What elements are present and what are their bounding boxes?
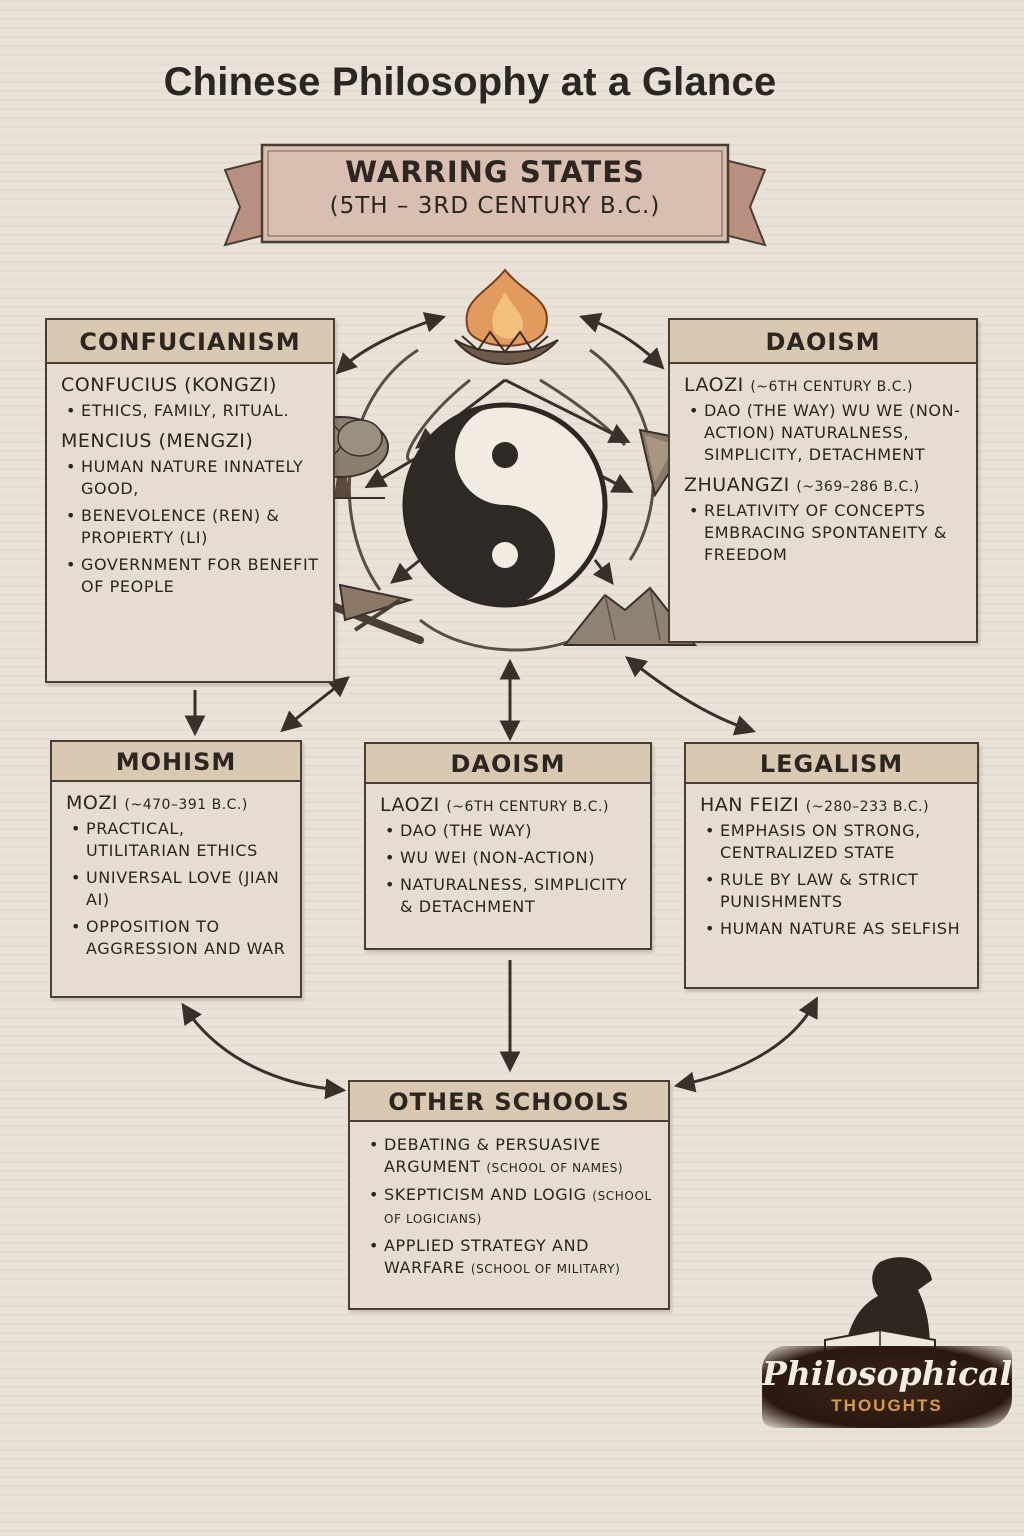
philosopher-label: MOZI	[66, 792, 118, 814]
list-item: HUMAN NATURE AS SELFISH	[700, 918, 965, 940]
list-item: RULE BY LAW & STRICT PUNISHMENTS	[700, 869, 965, 913]
mohism-box: MOHISM MOZI (~470–391 B.C.) PRACTICAL, U…	[50, 740, 302, 998]
point-text: SKEPTICISM AND LOGIG	[384, 1185, 587, 1204]
list-item: GOVERNMENT FOR BENEFIT OF PEOPLE	[61, 554, 321, 598]
philosopher-label: LAOZI	[380, 794, 440, 816]
philosopher-label: LAOZI	[684, 374, 744, 396]
daoism-mid-heading: DAOISM	[366, 744, 650, 784]
philosopher-name: ZHUANGZI (~369–286 B.C.)	[684, 474, 964, 496]
legalism-heading: LEGALISM	[686, 744, 977, 784]
philosopher-label: ZHUANGZI	[684, 474, 790, 496]
other-schools-heading: OTHER SCHOOLS	[350, 1082, 668, 1122]
list-item: DAO (THE WAY) WU WE (NON-ACTION) NATURAL…	[684, 400, 964, 466]
philosopher-label: HAN FEIZI	[700, 794, 800, 816]
logo-name: Philosophical	[762, 1354, 1013, 1393]
philosopher-dates: (~280–233 B.C.)	[805, 799, 930, 815]
philosopher-dates: (~369–286 B.C.)	[796, 479, 920, 495]
other-schools-box: OTHER SCHOOLS DEBATING & PERSUASIVE ARGU…	[348, 1080, 670, 1310]
yin-yang-icon	[402, 402, 608, 608]
philosopher-name: LAOZI (~6TH CENTURY B.C.)	[684, 374, 964, 396]
mountain-icon	[562, 586, 698, 646]
point-subtext: (School of military)	[470, 1262, 621, 1276]
list-item: WU WEI (NON-ACTION)	[380, 847, 638, 869]
daoism-top-box: DAOISM LAOZI (~6TH CENTURY B.C.) DAO (TH…	[668, 318, 978, 643]
list-item: DEBATING & PERSUASIVE ARGUMENT (School o…	[364, 1134, 656, 1179]
list-item: APPLIED STRATEGY AND WARFARE (School of …	[364, 1235, 656, 1280]
confucianism-box: CONFUCIANISM CONFUCIUS (KONGZI) ETHICS, …	[45, 318, 335, 683]
list-item: BENEVOLENCE (REN) & PROPIERTY (LI)	[61, 505, 321, 549]
daoism-mid-box: DAOISM LAOZI (~6TH CENTURY B.C.) DAO (TH…	[364, 742, 652, 950]
logo-subtitle: THOUGHTS	[831, 1396, 943, 1415]
legalism-box: LEGALISM HAN FEIZI (~280–233 B.C.) EMPHA…	[684, 742, 979, 989]
daoism-top-heading: DAOISM	[670, 320, 976, 364]
confucianism-heading: CONFUCIANISM	[47, 320, 333, 364]
point-text: APPLIED STRATEGY AND WARFARE	[384, 1236, 590, 1277]
point-text: DEBATING & PERSUASIVE ARGUMENT	[384, 1135, 601, 1176]
point-subtext: (School of logicians)	[384, 1189, 652, 1226]
list-item: UNIVERSAL LOVE (JIAN AI)	[66, 867, 288, 911]
banner-subtitle: (5TH – 3RD CENTURY B.C.)	[329, 193, 661, 219]
logo: Philosophical THOUGHTS	[762, 1272, 1012, 1442]
list-item: PRACTICAL, UTILITARIAN ETHICS	[66, 818, 288, 862]
mohism-heading: MOHISM	[52, 742, 300, 782]
philosopher-dates: (~470–391 B.C.)	[124, 797, 248, 813]
point-subtext: (School of names)	[486, 1161, 624, 1175]
banner-ribbon	[223, 143, 767, 247]
philosopher-name: MOZI (~470–391 B.C.)	[66, 792, 288, 814]
philosopher-name: LAOZI (~6TH CENTURY B.C.)	[380, 794, 638, 816]
banner-title: WARRING STATES	[345, 155, 645, 189]
philosopher-dates: (~6TH CENTURY B.C.)	[446, 799, 609, 815]
page-title: Chinese Philosophy at a Glance	[163, 60, 777, 104]
list-item: ETHICS, FAMILY, RITUAL.	[61, 400, 321, 422]
list-item: SKEPTICISM AND LOGIG (School of logician…	[364, 1184, 656, 1230]
weapons-icon	[326, 583, 424, 644]
philosopher-name: CONFUCIUS (KONGZI)	[61, 374, 277, 396]
philosopher-name: HAN FEIZI (~280–233 B.C.)	[700, 794, 965, 816]
list-item: RELATIVITY OF CONCEPTS EMBRACING SPONTAN…	[684, 500, 964, 566]
fire-lotus-icon	[454, 268, 559, 365]
list-item: OPPOSITION TO AGGRESSION AND WAR	[66, 916, 288, 960]
list-item: EMPHASIS ON STRONG, CENTRALIZED STATE	[700, 820, 965, 864]
philosopher-name: MENCIUS (MENGZI)	[61, 430, 254, 452]
logo-badge	[762, 1346, 1012, 1428]
banner: WARRING STATES (5TH – 3RD CENTURY B.C.)	[265, 155, 725, 219]
list-item: HUMAN NATURE INNATELY GOOD,	[61, 456, 321, 500]
list-item: NATURALNESS, SIMPLICITY & DETACHMENT	[380, 874, 638, 918]
philosopher-dates: (~6TH CENTURY B.C.)	[750, 379, 913, 395]
list-item: DAO (THE WAY)	[380, 820, 638, 842]
